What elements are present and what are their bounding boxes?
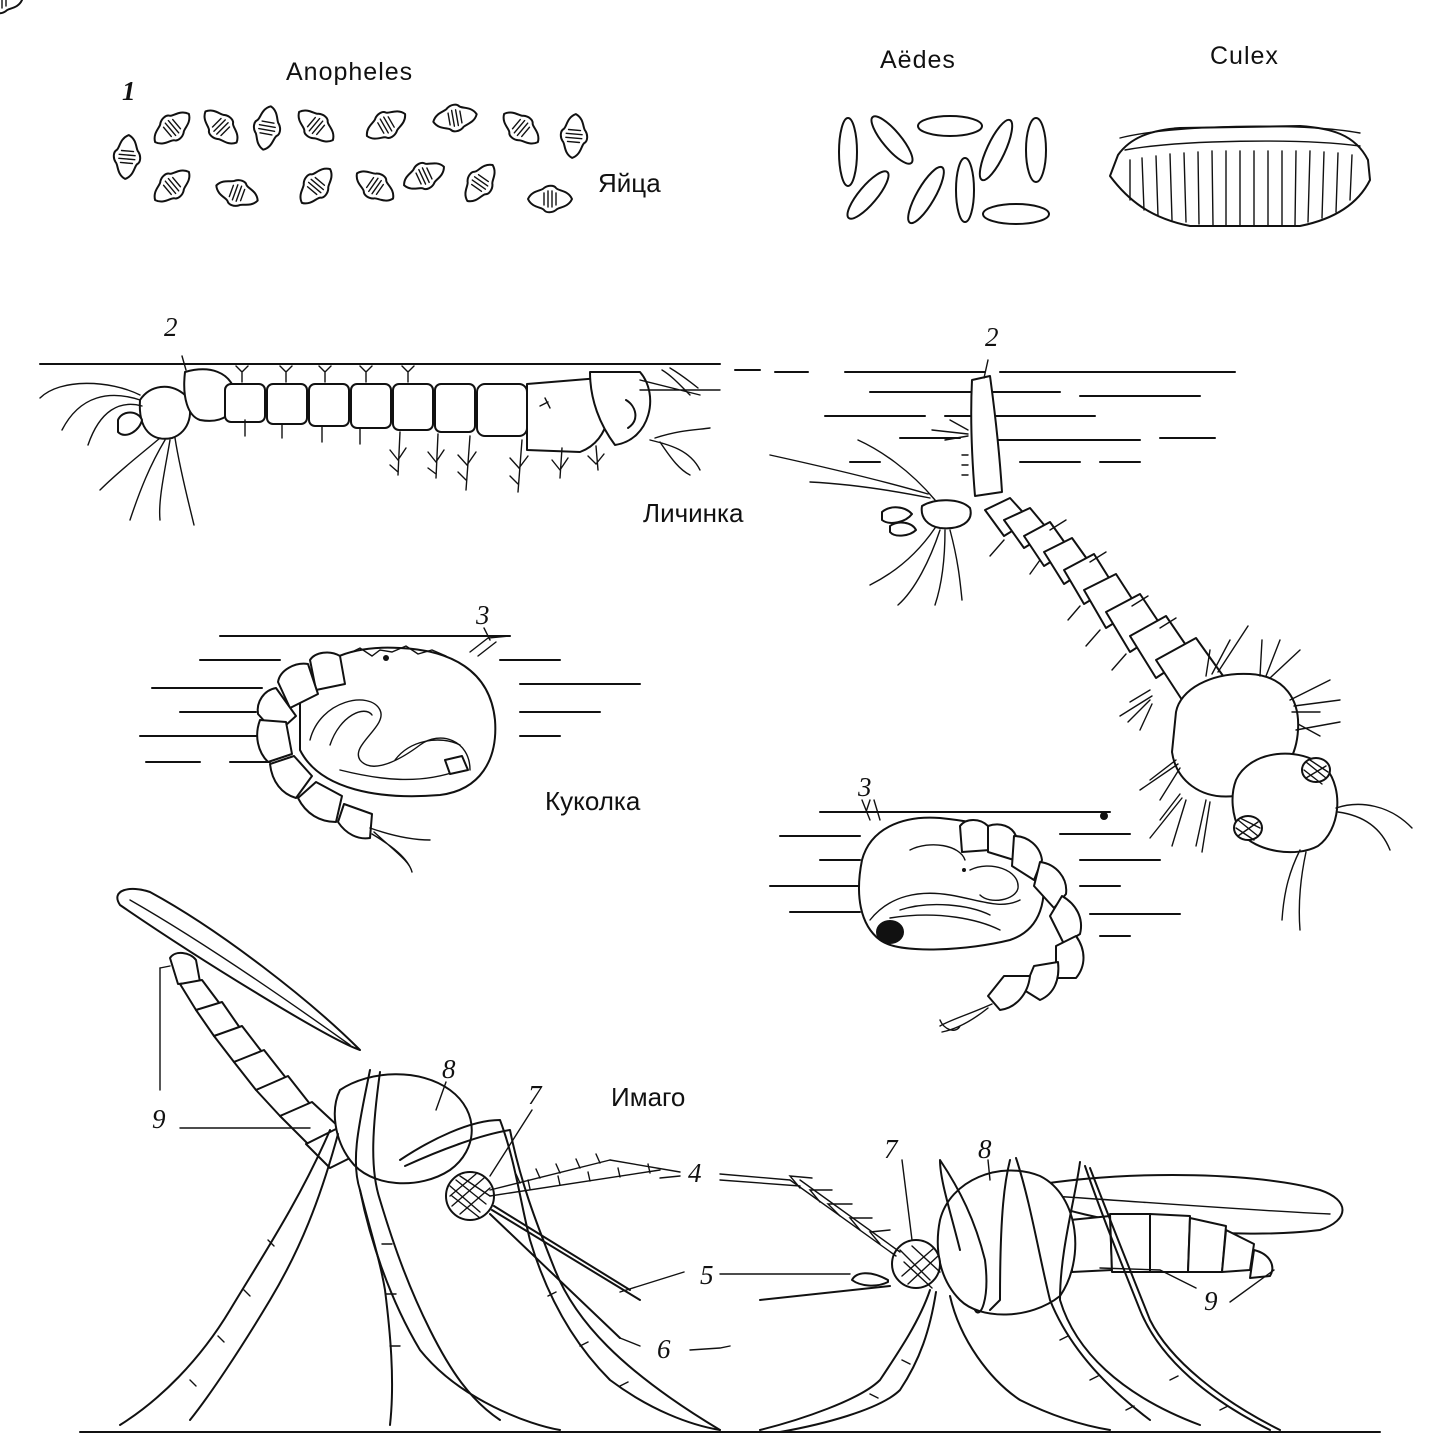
culex-larva bbox=[769, 375, 1413, 931]
aedes-label: Aëdes bbox=[880, 46, 956, 74]
marker-3-culex-pupa: 3 bbox=[858, 772, 872, 802]
culex-pupa bbox=[858, 799, 1108, 1033]
marker-9-anopheles-abdomen: 9 bbox=[152, 1104, 166, 1134]
anopheles-pupa-water-surface bbox=[139, 635, 641, 763]
imago-label: Имаго bbox=[611, 1082, 686, 1112]
anopheles-eggs bbox=[0, 0, 591, 214]
anopheles-adult bbox=[116, 887, 721, 1431]
eggs-label: Яйца bbox=[598, 168, 661, 198]
callout-leaders bbox=[159, 355, 1275, 1351]
culex-label: Culex bbox=[1210, 42, 1279, 70]
marker-7-culex-head: 7 bbox=[884, 1134, 898, 1164]
marker-1: 1 bbox=[122, 76, 136, 106]
marker-7-anopheles-head: 7 bbox=[528, 1080, 542, 1110]
marker-8-anopheles-thorax: 8 bbox=[442, 1054, 456, 1084]
pupa-label: Куколка bbox=[545, 786, 641, 816]
anopheles-egg-template bbox=[0, 0, 23, 15]
marker-4-antenna: 4 bbox=[688, 1158, 702, 1188]
marker-5-palps: 5 bbox=[700, 1260, 714, 1290]
marker-8-culex-thorax: 8 bbox=[978, 1134, 992, 1164]
anopheles-label: Anopheles bbox=[286, 58, 414, 86]
aedes-eggs bbox=[838, 115, 1050, 225]
marker-2-culex-larva: 2 bbox=[985, 322, 999, 352]
anopheles-pupa bbox=[256, 635, 511, 873]
anopheles-larva-water-surface bbox=[39, 363, 809, 373]
culex-egg-raft bbox=[1109, 125, 1371, 227]
culex-adult bbox=[759, 1157, 1344, 1433]
culex-pupa-water-surface bbox=[769, 811, 1181, 937]
larva-label: Личинка bbox=[643, 498, 744, 528]
marker-2-anopheles-larva: 2 bbox=[164, 312, 178, 342]
culex-larva-water-surface bbox=[824, 371, 1236, 463]
marker-6-proboscis: 6 bbox=[657, 1334, 671, 1364]
marker-3-anopheles-pupa: 3 bbox=[476, 600, 490, 630]
marker-9-culex-abdomen: 9 bbox=[1204, 1286, 1218, 1316]
anopheles-larva bbox=[39, 365, 721, 526]
